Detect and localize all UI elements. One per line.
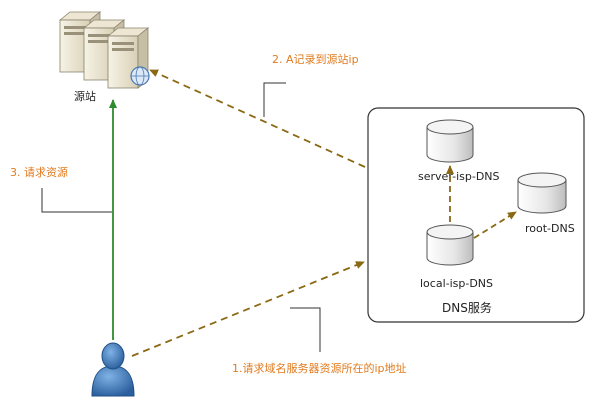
origin-label: 源站 [74,89,96,103]
root-dns-database-icon [517,172,567,214]
dns-service-box [367,107,585,323]
user-icon [91,342,135,397]
root-dns-label: root-DNS [525,222,575,235]
step3-callout-line [41,188,112,213]
server-isp-dns-label: server-isp-DNS [418,170,500,183]
origin-servers-icon [58,11,150,89]
server-isp-dns-database-icon [426,119,474,163]
step2-arrow [149,69,366,168]
step1-label: 1.请求域名服务器资源所在的ip地址 [232,361,407,375]
local-isp-dns-label: local-isp-DNS [420,277,493,290]
step1-callout-line [290,307,321,352]
step1-arrow [131,261,365,357]
step3-label: 3. 请求资源 [10,165,68,179]
step2-callout-line [263,82,286,117]
dns-box-title: DNS服务 [442,300,492,315]
local-isp-dns-database-icon [426,224,474,266]
step2-label: 2. A记录到源站ip [272,52,359,66]
globe-icon [130,66,150,86]
local-to-root-arrow [473,211,517,239]
